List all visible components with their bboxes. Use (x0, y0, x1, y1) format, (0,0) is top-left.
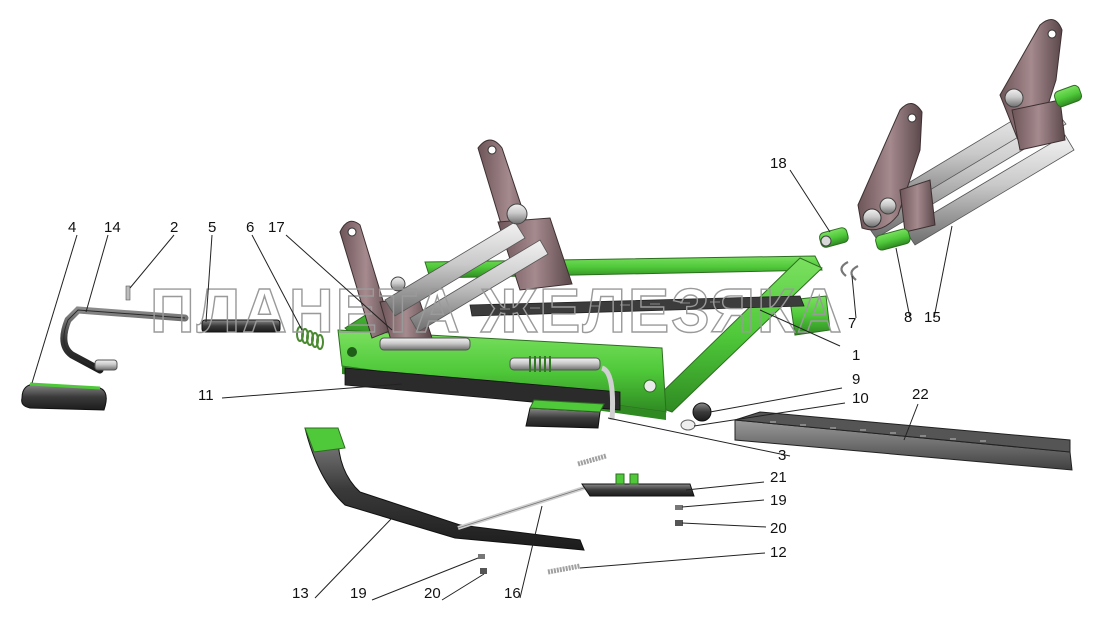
callout-9: 9 (852, 371, 860, 388)
part-21-plate (581, 473, 695, 497)
callout-15: 15 (924, 309, 941, 326)
part-12-spring (547, 453, 607, 575)
part-18-bushing (819, 227, 849, 248)
part-7-clips (840, 261, 859, 281)
callout-16: 16 (504, 585, 521, 602)
callout-11: 11 (198, 387, 214, 404)
part-4-handle-grip (21, 382, 107, 411)
part-14-handle-rod (60, 306, 189, 374)
callout-6: 6 (246, 219, 254, 236)
callout-labels: 4 14 2 5 6 17 11 1 9 10 22 3 21 19 20 12… (68, 155, 941, 602)
part-9-nut (692, 402, 712, 422)
lever-assembly-3 (379, 337, 615, 429)
callout-12: 12 (770, 544, 787, 561)
callout-14: 14 (104, 219, 121, 236)
small-fasteners (478, 505, 683, 574)
callout-17: 17 (268, 219, 285, 236)
callout-20-bottom: 20 (424, 585, 441, 602)
callout-5: 5 (208, 219, 216, 236)
callout-4: 4 (68, 219, 76, 236)
callout-10: 10 (852, 390, 869, 407)
frame-brackets (339, 139, 573, 345)
callout-13: 13 (292, 585, 309, 602)
callout-22: 22 (912, 386, 929, 403)
callout-18: 18 (770, 155, 787, 172)
part-8-pin (875, 228, 911, 251)
part-13-lever-bar (304, 427, 585, 551)
upper-bracket-assembly (857, 19, 1083, 246)
callout-3: 3 (778, 447, 786, 464)
part-2-pin (125, 285, 131, 301)
callout-8: 8 (904, 309, 912, 326)
callout-21: 21 (770, 469, 787, 486)
callout-20-right: 20 (770, 520, 787, 537)
callout-1: 1 (852, 347, 860, 364)
callout-2: 2 (170, 219, 178, 236)
callout-19-right: 19 (770, 492, 787, 509)
part-16-link (457, 484, 591, 530)
leader-lines (31, 169, 953, 601)
callout-7: 7 (848, 315, 856, 332)
part-10-washer (680, 419, 696, 431)
watermark-text: ПЛАНЕТА ЖЕЛЕЗЯКА (150, 277, 844, 346)
callout-19-bottom: 19 (350, 585, 367, 602)
part-22-rail (734, 411, 1073, 471)
part-5-sleeve (201, 319, 281, 333)
